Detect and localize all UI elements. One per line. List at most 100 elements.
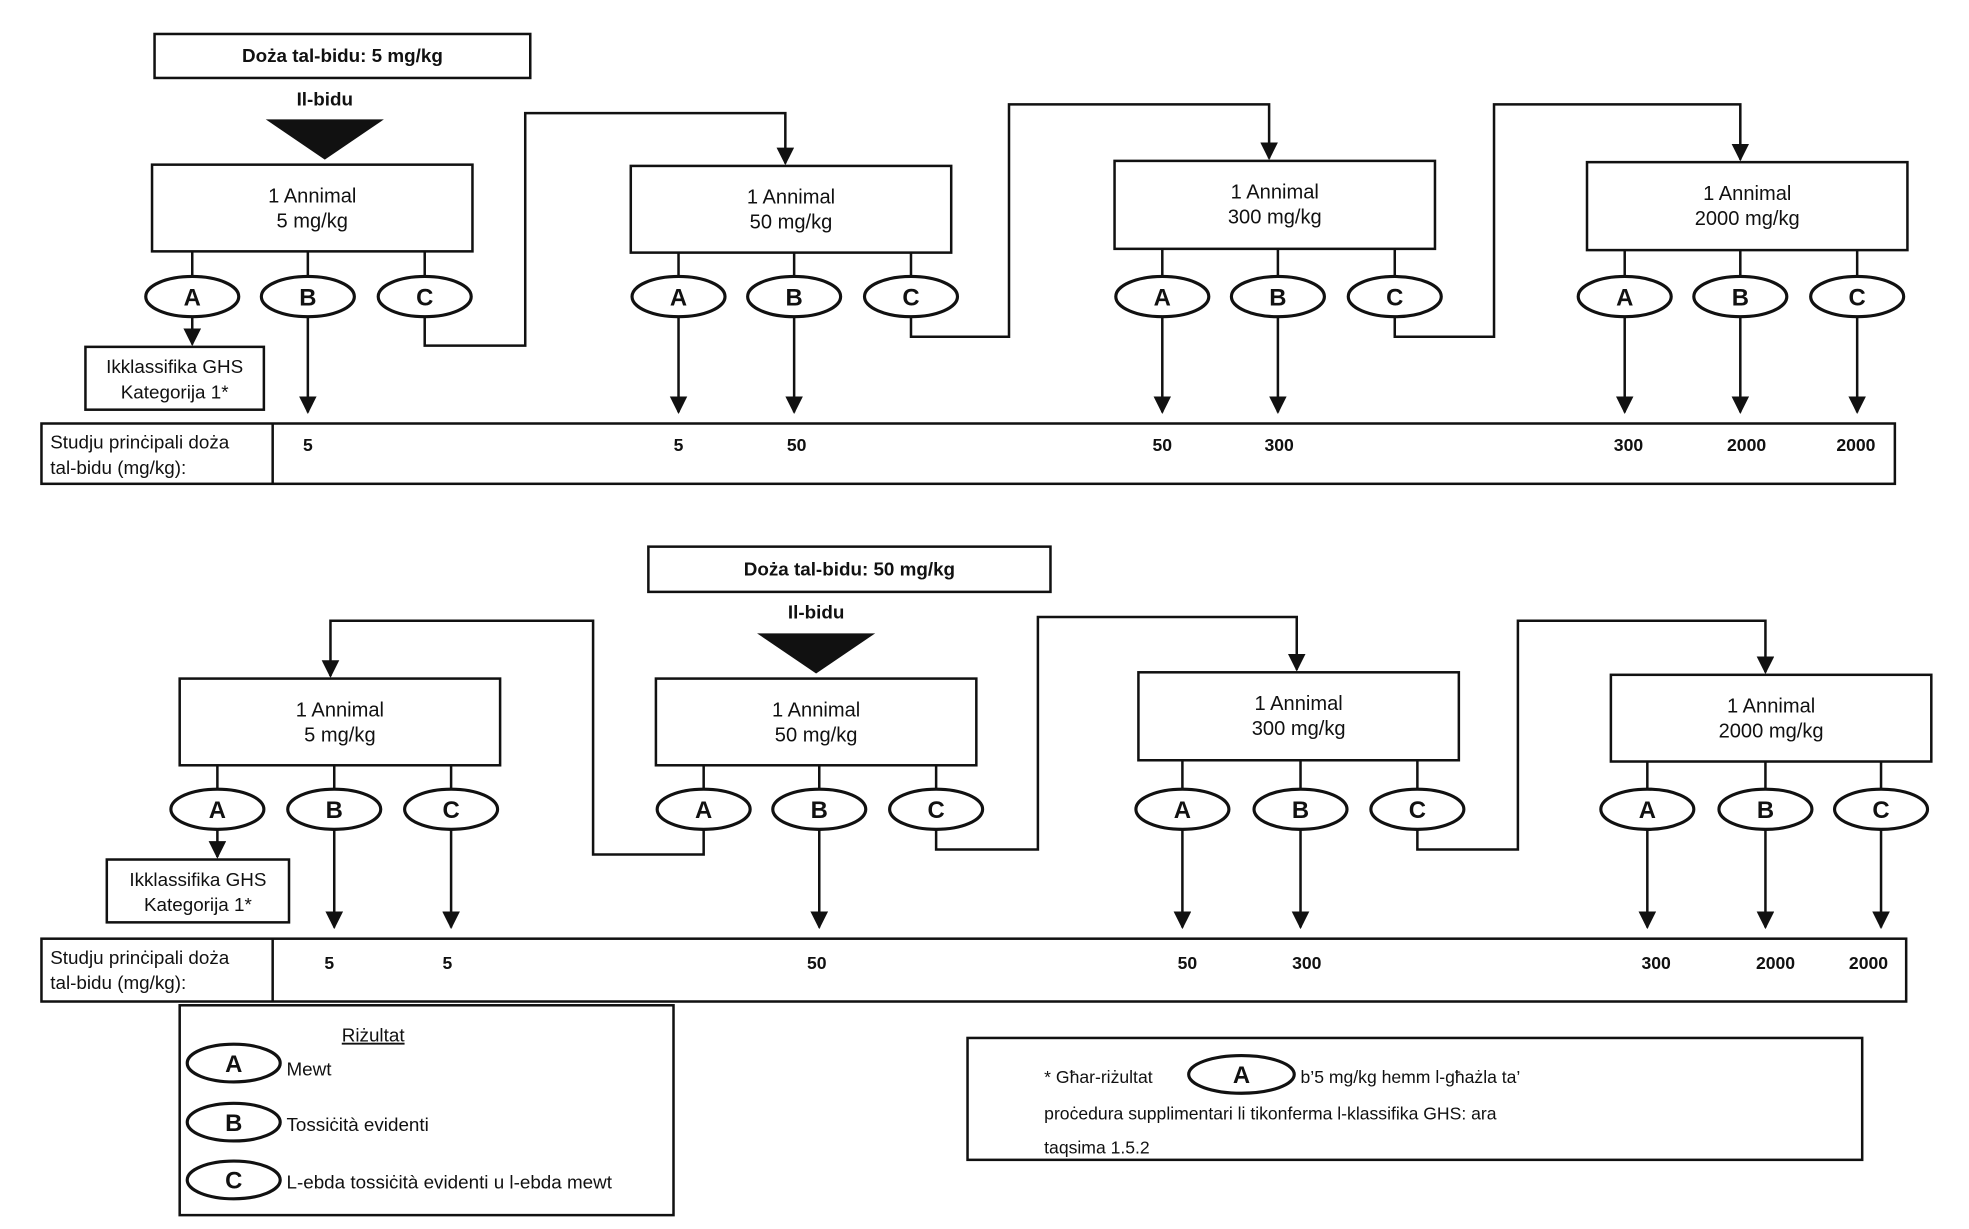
legend-letter: B xyxy=(225,1110,242,1137)
outcome-letter: B xyxy=(1757,797,1774,824)
outcome-a-oval-icon xyxy=(1187,1053,1296,1095)
outcome-letter: C xyxy=(1872,797,1889,824)
start-label: Il-bidu xyxy=(788,601,844,622)
step-animals: 1 Annimal xyxy=(1255,693,1343,715)
outcome-letter: A xyxy=(1174,797,1191,824)
start-dose-label: Doża tal-bidu: 5 mg/kg xyxy=(242,45,443,66)
result-row-label-2: tal-bidu (mg/kg): xyxy=(50,972,186,993)
step-dose: 50 mg/kg xyxy=(750,212,833,234)
legend-item-b: B Tossiċità evidenti xyxy=(185,1101,429,1143)
result-value: 50 xyxy=(807,953,827,973)
footnote-frame xyxy=(966,1036,1864,1162)
step-dose: 300 mg/kg xyxy=(1252,718,1346,740)
escalation-connector xyxy=(321,619,705,856)
outcome-letter: B xyxy=(1292,797,1309,824)
step-animals: 1 Annimal xyxy=(1231,182,1319,204)
outcome-letter: A xyxy=(1616,284,1633,311)
outcome-letter: B xyxy=(299,284,316,311)
step-frame xyxy=(1609,673,1933,763)
step-animals: 1 Annimal xyxy=(1703,183,1791,205)
step-dose: 5 mg/kg xyxy=(277,210,348,232)
result-row: Studju prinċipali doża tal-bidu (mg/kg): 5… xyxy=(40,937,1908,1003)
start-dose-box: Doża tal-bidu: 5 mg/kg xyxy=(153,32,532,80)
result-value: 50 xyxy=(1153,435,1173,455)
legend-item-c: C L-ebda tossiċità evidenti u l-ebda mew… xyxy=(185,1159,613,1201)
step-box-2000-mgkg: 1 Annimal 2000 mg/kgA B C xyxy=(1599,673,1933,831)
result-value: 5 xyxy=(442,953,452,973)
outcome-letter: B xyxy=(786,284,803,311)
result-value: 2000 xyxy=(1756,953,1795,973)
result-value: 50 xyxy=(787,435,807,455)
result-row-label-1: Studju prinċipali doża xyxy=(50,432,230,453)
escalation-connector xyxy=(1416,619,1775,851)
footnote-line2: proċedura supplimentari li tikonferma l-… xyxy=(1044,1104,1497,1124)
step-frame xyxy=(1113,159,1437,251)
step-animals: 1 Annimal xyxy=(1727,696,1815,718)
legend-box: Riżultat A Mewt B Tossiċità evidenti C L… xyxy=(178,1004,675,1217)
ghs-frame xyxy=(105,858,291,924)
outcome-letter: B xyxy=(1732,284,1749,311)
start-dose-frame xyxy=(647,545,1052,594)
step-box-2000-mgkg: 1 Annimal 2000 mg/kgA B C xyxy=(1576,160,1909,319)
escalation-connector xyxy=(909,103,1278,339)
outcome-letter: A xyxy=(209,797,226,824)
result-value: 2000 xyxy=(1836,435,1875,455)
legend-letter: C xyxy=(225,1168,242,1195)
outcome-letter: C xyxy=(902,284,919,311)
escalation-connector xyxy=(1393,103,1750,339)
step-frame xyxy=(150,163,474,253)
footnote-letter: A xyxy=(1233,1062,1250,1089)
step-animals: 1 Annimal xyxy=(268,185,356,207)
step-animals: 1 Annimal xyxy=(296,699,384,721)
footnote-box: * Għar-riżultat A b’5 mg/kg hemm l-għażl… xyxy=(966,1036,1864,1162)
step-dose: 300 mg/kg xyxy=(1228,207,1322,229)
legend-text: Tossiċità evidenti xyxy=(286,1114,428,1135)
step-dose: 5 mg/kg xyxy=(304,724,375,746)
outcome-letter: B xyxy=(326,797,343,824)
ghs-line1: Ikklassifika GHS xyxy=(106,356,243,377)
outcome-letter: A xyxy=(670,284,687,311)
result-value: 5 xyxy=(674,435,684,455)
result-value: 300 xyxy=(1614,435,1644,455)
outcome-letter: B xyxy=(1269,284,1286,311)
outcome-letter: C xyxy=(1849,284,1866,311)
result-value: 300 xyxy=(1292,953,1322,973)
outcome-letter: C xyxy=(442,797,459,824)
result-value: 5 xyxy=(303,435,313,455)
ghs-line2: Kategorija 1* xyxy=(144,894,252,915)
result-value: 2000 xyxy=(1727,435,1766,455)
result-row-label-2: tal-bidu (mg/kg): xyxy=(50,457,186,478)
step-dose: 2000 mg/kg xyxy=(1695,208,1800,230)
step-dose: 50 mg/kg xyxy=(775,724,858,746)
start-dose-frame xyxy=(153,32,532,80)
step-box-5-mgkg: 1 Annimal 5 mg/kgA B C xyxy=(169,677,502,831)
start-label: Il-bidu xyxy=(297,89,353,110)
step-frame xyxy=(178,677,502,767)
escalation-connector xyxy=(934,615,1306,851)
start-triangle-icon xyxy=(265,119,384,160)
result-row-label-1: Studju prinċipali doża xyxy=(50,947,230,968)
escalation-connector xyxy=(423,111,795,347)
result-value: 300 xyxy=(1264,435,1294,455)
legend-text: Mewt xyxy=(286,1059,332,1080)
step-frame xyxy=(629,164,953,254)
outcome-letter: C xyxy=(928,797,945,824)
ghs-line2: Kategorija 1* xyxy=(121,381,229,402)
legend-text: L-ebda tossiċità evidenti u l-ebda mewt xyxy=(286,1172,612,1193)
outcome-a-oval-icon xyxy=(185,1042,282,1084)
outcome-letter: A xyxy=(1639,797,1656,824)
outcome-letter: C xyxy=(416,284,433,311)
legend-letter: A xyxy=(225,1051,242,1078)
outcome-b-oval-icon xyxy=(185,1101,282,1143)
result-row: Studju prinċipali doża tal-bidu (mg/kg): 5… xyxy=(40,422,1897,486)
step-frame xyxy=(1585,160,1909,252)
ghs-frame xyxy=(84,345,266,411)
step-dose: 2000 mg/kg xyxy=(1719,721,1824,743)
